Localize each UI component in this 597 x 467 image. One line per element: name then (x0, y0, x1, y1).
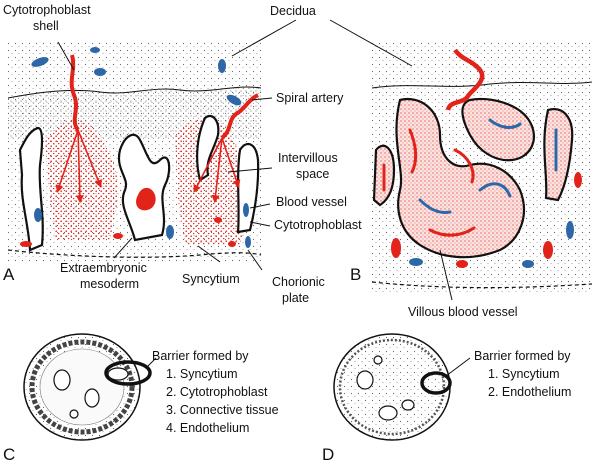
barrier-layer-d-2: 2. Endothelium (488, 385, 571, 399)
villus-red-core (136, 187, 156, 211)
villous-lobe-b2 (461, 97, 536, 162)
blood-flow-arrows (55, 129, 241, 204)
label-extraembryonic-1: Extraembryonic (60, 261, 147, 275)
spiral-artery-b (445, 48, 485, 111)
chorionic-plate-a (7, 249, 262, 258)
villous-lobe-b3 (543, 108, 574, 202)
label-spiral-artery: Spiral artery (276, 91, 344, 105)
panel-letter-a: A (3, 265, 15, 284)
barrier-layer-c-1: 1. Syncytium (166, 367, 238, 381)
villous-blood-vessels (382, 118, 558, 237)
label-chorionic-1: Chorionic (272, 275, 325, 289)
villus-trunk-right (196, 114, 220, 182)
connective-core-c (39, 348, 125, 426)
panel-letter-d: D (322, 445, 334, 464)
leader-lines (57, 19, 471, 377)
panel-letter-b: B (350, 265, 361, 284)
label-decidua: Decidua (270, 4, 316, 18)
barrier-indicator-ring-d (420, 371, 452, 395)
label-villous-blood-vessel: Villous blood vessel (408, 305, 518, 319)
panel-d (333, 333, 452, 441)
barrier-layer-c-3: 3. Connective tissue (166, 403, 279, 417)
barrier-title-c: Barrier formed by (152, 349, 249, 363)
label-cytotrophoblast: Cytotrophoblast (274, 218, 362, 232)
barrier-indicator-ring-c (104, 360, 152, 386)
villus-vessel-dots-b (391, 172, 582, 268)
villus-trunk-middle (117, 133, 171, 242)
label-cytotrophoblast-shell-2: shell (33, 19, 59, 33)
villous-tree-b (395, 97, 525, 259)
small-red-vessels-a (20, 217, 236, 247)
panel-letter-c: C (3, 445, 15, 464)
decidual-veins-a (31, 47, 251, 248)
label-extraembryonic-2: mesoderm (80, 277, 139, 291)
villus-cross-section-d (333, 333, 451, 441)
barrier-layer-c-2: 2. Cytotrophoblast (166, 385, 268, 399)
label-blood-vessel: Blood vessel (276, 195, 347, 209)
spiral-artery-left (69, 54, 80, 132)
capillaries-d (356, 355, 415, 421)
intervillous-space-left (45, 119, 119, 240)
cytotrophoblast-ring-c (29, 339, 135, 435)
label-intervillous-1: Intervillous (278, 151, 338, 165)
syncytium-ring-d (338, 338, 446, 436)
decidual-border-line (7, 86, 262, 99)
panel-b (371, 40, 593, 292)
chorionic-plate-b (371, 281, 593, 289)
label-syncytium: Syncytium (182, 272, 240, 286)
capillaries-c (53, 367, 129, 419)
labels: Cytotrophoblast shell Decidua Spiral art… (3, 3, 571, 464)
panel-c (23, 333, 152, 441)
label-cytotrophoblast-shell-1: Cytotrophoblast (3, 3, 91, 17)
label-intervillous-2: space (296, 167, 329, 181)
barrier-layer-d-1: 1. Syncytium (488, 367, 560, 381)
barrier-layer-c-4: 4. Endothelium (166, 421, 249, 435)
intervillous-space-right (175, 118, 249, 245)
barrier-title-d: Barrier formed by (474, 349, 571, 363)
spiral-artery-right (220, 93, 259, 140)
decidual-border-line-b (371, 81, 593, 89)
panel-a (7, 40, 262, 262)
label-chorionic-2: plate (282, 291, 309, 305)
